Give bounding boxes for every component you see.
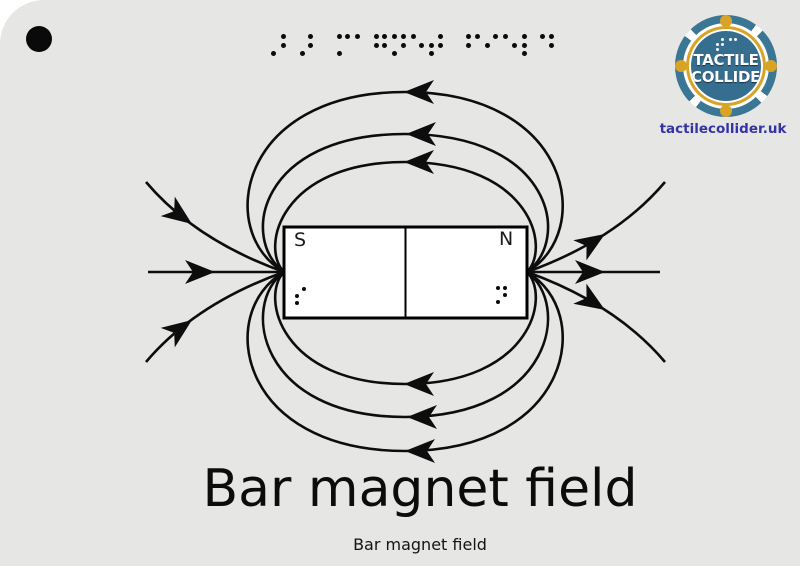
logo-inner-disc: TACTILE COLLIDER (691, 31, 761, 101)
logo-braille (691, 38, 761, 51)
field-loop-top-mid (261, 132, 550, 274)
field-loop-bottom-mid (261, 270, 550, 419)
arrow-lower-right (573, 283, 612, 321)
field-line-upper-left (145, 181, 285, 274)
logo-title-line2: COLLIDER (691, 67, 761, 86)
south-pole-label: S (294, 229, 307, 251)
bar-magnet (282, 225, 529, 320)
header-braille (0, 34, 800, 56)
logo-gold-node-left (675, 60, 687, 72)
north-pole-label: N (499, 228, 514, 250)
logo-gold-node-top (720, 15, 732, 27)
field-line-upper-right (526, 181, 666, 274)
field-line-lower-left (145, 270, 285, 363)
logo-gold-node-right (765, 60, 777, 72)
logo-title-line1: TACTILE (693, 51, 759, 69)
logo-badge: TACTILE COLLIDER (675, 15, 777, 117)
corner-marker-dot (26, 26, 52, 52)
arrow-bottom-mid (407, 405, 437, 429)
page-caption: Bar magnet field (353, 535, 487, 554)
south-pole-braille (295, 287, 307, 306)
page-title: Bar magnet field (202, 459, 638, 519)
logo-url: tactilecollider.uk (659, 121, 787, 137)
arrow-upper-right (573, 223, 612, 261)
north-pole-braille (496, 286, 508, 305)
logo-gold-node-bottom (720, 105, 732, 117)
field-line-lower-right (526, 270, 666, 363)
